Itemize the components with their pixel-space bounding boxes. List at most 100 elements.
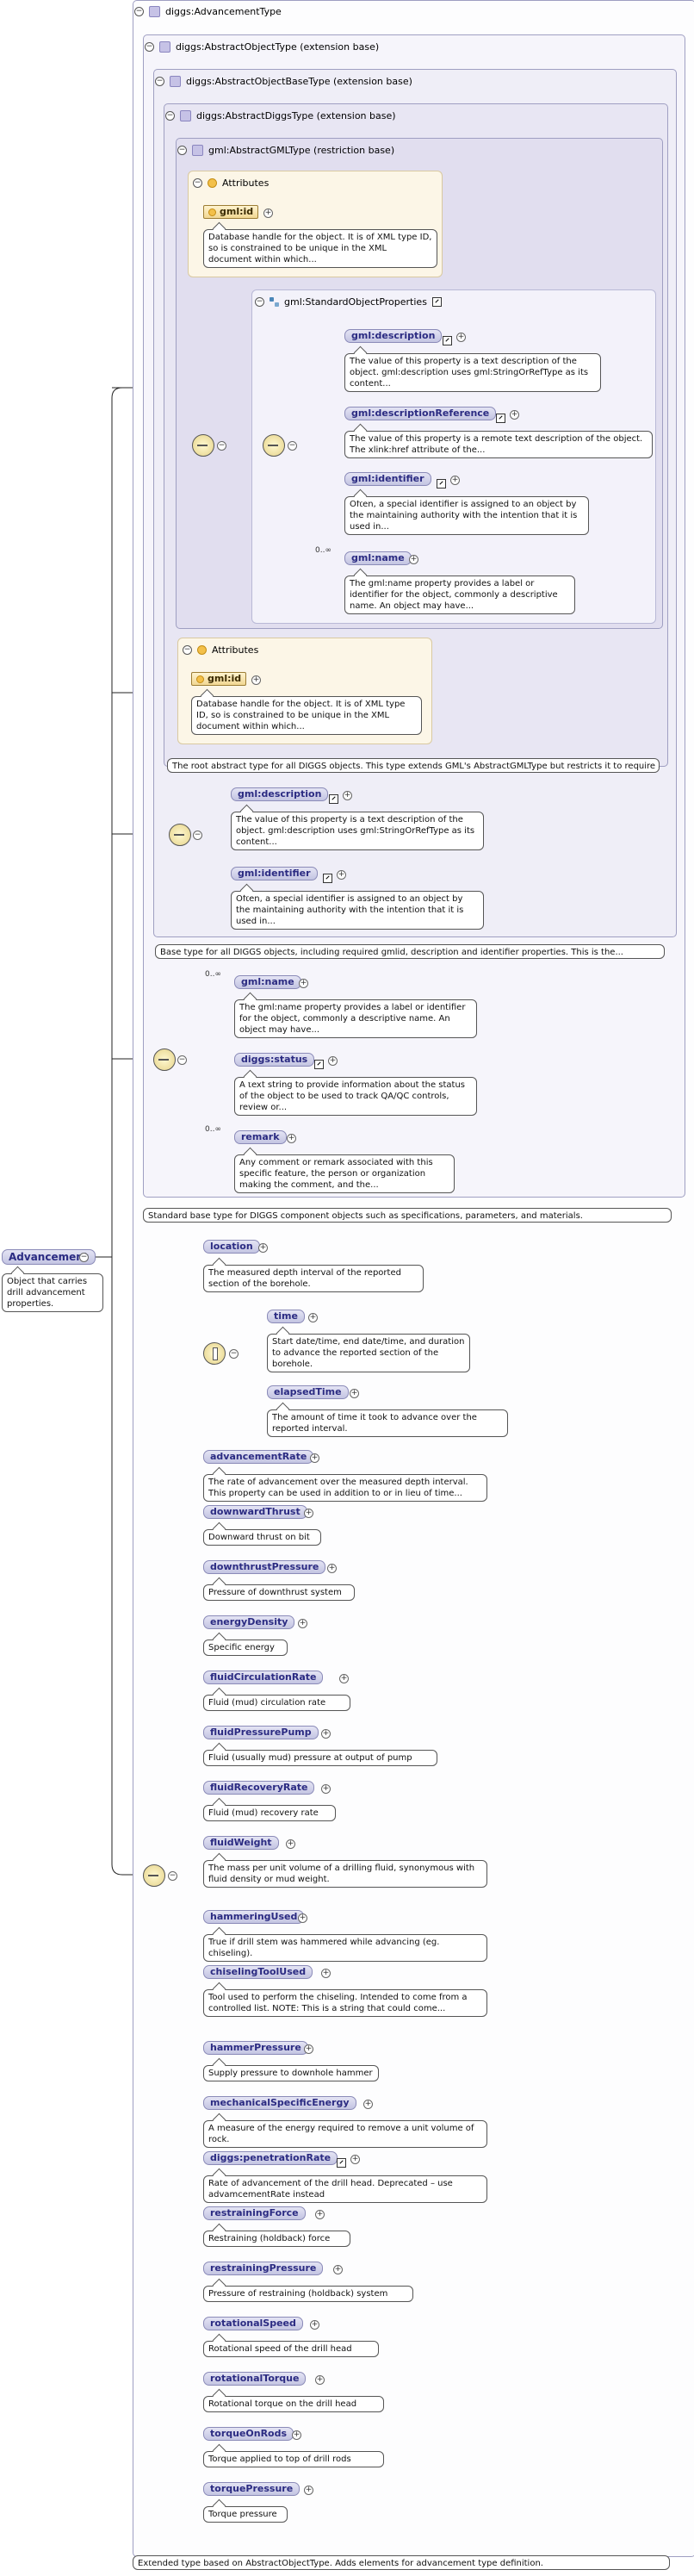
collapse-icon[interactable]: − xyxy=(288,441,297,451)
schema-element-label: hammeringUsed xyxy=(210,1911,298,1922)
collapse-toggle-icon[interactable]: − xyxy=(134,7,144,16)
collapse-toggle-icon[interactable]: − xyxy=(183,645,192,655)
attribute-group-icon xyxy=(197,645,207,655)
collapse-toggle-icon[interactable]: − xyxy=(177,146,187,155)
schema-element[interactable]: rotationalTorque xyxy=(203,2372,307,2386)
schema-element[interactable]: fluidCirculationRate xyxy=(203,1671,324,1684)
link-icon[interactable] xyxy=(437,479,446,488)
schema-element[interactable]: mechanicalSpecificEnergy xyxy=(203,2096,356,2110)
schema-element[interactable]: torqueOnRods xyxy=(203,2427,294,2441)
expand-icon[interactable]: + xyxy=(510,410,519,420)
collapse-icon[interactable]: − xyxy=(217,441,226,451)
collapse-toggle-icon[interactable]: − xyxy=(145,42,154,52)
expand-icon[interactable]: + xyxy=(310,2320,319,2330)
collapse-toggle-icon[interactable]: − xyxy=(155,77,164,86)
schema-element[interactable]: advancementRate xyxy=(203,1450,314,1464)
expand-icon[interactable]: + xyxy=(287,1134,296,1143)
link-icon[interactable] xyxy=(496,414,505,423)
schema-element[interactable]: hammerPressure xyxy=(203,2041,308,2055)
schema-element[interactable]: fluidPressurePump xyxy=(203,1726,319,1739)
collapse-icon[interactable]: − xyxy=(177,1055,187,1065)
schema-element-label: downwardThrust xyxy=(210,1506,301,1517)
schema-element[interactable]: torquePressure xyxy=(203,2482,301,2496)
schema-element[interactable]: gml:description xyxy=(231,787,329,801)
schema-element[interactable]: chiselingToolUsed xyxy=(203,1965,313,1979)
abstract-object-base-type-doc: Base type for all DIGGS objects, includi… xyxy=(155,944,665,959)
schema-element[interactable]: gml:identifier xyxy=(231,867,318,880)
collapse-icon[interactable]: − xyxy=(168,1871,177,1881)
expand-icon[interactable]: + xyxy=(304,2044,313,2054)
schema-element-doc: A text string to provide information abo… xyxy=(234,1077,477,1116)
schema-element[interactable]: elapsedTime xyxy=(267,1385,349,1399)
schema-element-label: rotationalSpeed xyxy=(210,2318,296,2329)
expand-icon[interactable]: + xyxy=(308,1313,318,1322)
schema-element-doc: Often, a special identifier is assigned … xyxy=(344,496,589,535)
schema-element[interactable]: gml:name xyxy=(234,975,301,989)
expand-icon[interactable]: + xyxy=(450,476,460,485)
schema-element[interactable]: gml:descriptionReference xyxy=(344,407,497,420)
expand-icon[interactable]: + xyxy=(292,2430,301,2440)
schema-element-label: gml:identifier xyxy=(351,473,424,484)
schema-element[interactable]: gml:identifier xyxy=(344,472,431,486)
expand-icon[interactable]: + xyxy=(304,1509,313,1518)
link-icon[interactable] xyxy=(431,297,442,307)
schema-element[interactable]: downthrustPressure xyxy=(203,1560,326,1574)
location-element[interactable]: location xyxy=(203,1240,260,1254)
expand-icon[interactable]: + xyxy=(315,2210,325,2219)
advancement-element[interactable]: Advancement xyxy=(2,1249,96,1265)
collapse-toggle-icon[interactable]: − xyxy=(165,111,175,121)
expand-icon[interactable]: + xyxy=(251,675,261,685)
schema-element[interactable]: remark xyxy=(234,1130,287,1144)
schema-element[interactable]: fluidRecoveryRate xyxy=(203,1781,315,1795)
expand-icon[interactable]: + xyxy=(456,333,466,342)
expand-icon[interactable]: + xyxy=(310,1453,319,1463)
expand-icon[interactable]: + xyxy=(258,1243,268,1253)
expand-icon[interactable]: + xyxy=(299,979,308,988)
schema-element[interactable]: downwardThrust xyxy=(203,1505,307,1519)
link-icon[interactable] xyxy=(329,794,338,804)
expand-icon[interactable]: + xyxy=(286,1839,295,1849)
schema-element[interactable]: diggs:status xyxy=(234,1053,315,1067)
schema-element[interactable]: restrainingPressure xyxy=(203,2262,324,2275)
expand-icon[interactable]: + xyxy=(327,1564,337,1573)
collapse-icon[interactable]: − xyxy=(229,1349,239,1359)
expand-icon[interactable]: + xyxy=(350,2155,360,2164)
schema-element-doc: The amount of time it took to advance ov… xyxy=(267,1409,508,1437)
schema-element[interactable]: energyDensity xyxy=(203,1615,295,1629)
expand-icon[interactable]: + xyxy=(343,791,352,800)
expand-icon[interactable]: + xyxy=(298,1913,307,1923)
schema-element[interactable]: hammeringUsed xyxy=(203,1910,305,1924)
expand-icon[interactable]: + xyxy=(350,1389,359,1398)
expand-icon[interactable]: + xyxy=(298,1619,307,1628)
expand-icon[interactable]: + xyxy=(321,1784,331,1794)
schema-element[interactable]: gml:description xyxy=(344,329,443,343)
link-icon[interactable] xyxy=(323,874,332,883)
collapse-toggle-icon[interactable]: − xyxy=(193,178,202,188)
gml-id-attribute[interactable]: gml:id xyxy=(203,205,259,219)
expand-icon[interactable]: + xyxy=(333,2265,343,2274)
schema-element[interactable]: fluidWeight xyxy=(203,1836,279,1850)
expand-icon[interactable]: + xyxy=(315,2375,325,2385)
expand-icon[interactable]: + xyxy=(337,870,346,880)
expand-icon[interactable]: + xyxy=(339,1674,349,1683)
link-icon[interactable] xyxy=(314,1060,324,1069)
expand-icon[interactable]: + xyxy=(263,208,273,218)
schema-element[interactable]: restrainingForce xyxy=(203,2206,306,2220)
schema-element[interactable]: rotationalSpeed xyxy=(203,2317,303,2330)
collapse-icon[interactable]: − xyxy=(193,831,202,840)
gml-id-attribute[interactable]: gml:id xyxy=(191,672,247,686)
collapse-toggle-icon[interactable]: − xyxy=(255,297,264,307)
expand-icon[interactable]: + xyxy=(328,1056,338,1066)
expand-icon[interactable]: + xyxy=(363,2100,373,2109)
link-icon[interactable] xyxy=(443,336,452,345)
schema-element-label: elapsedTime xyxy=(274,1386,342,1397)
expand-icon[interactable]: + xyxy=(409,555,418,564)
schema-element[interactable]: diggs:penetrationRate xyxy=(203,2151,338,2165)
collapse-icon[interactable]: − xyxy=(79,1253,89,1262)
expand-icon[interactable]: + xyxy=(321,1969,331,1978)
schema-element[interactable]: gml:name xyxy=(344,551,412,565)
expand-icon[interactable]: + xyxy=(304,2486,313,2495)
link-icon[interactable] xyxy=(337,2158,346,2168)
schema-element[interactable]: time xyxy=(267,1310,305,1323)
expand-icon[interactable]: + xyxy=(321,1729,331,1739)
